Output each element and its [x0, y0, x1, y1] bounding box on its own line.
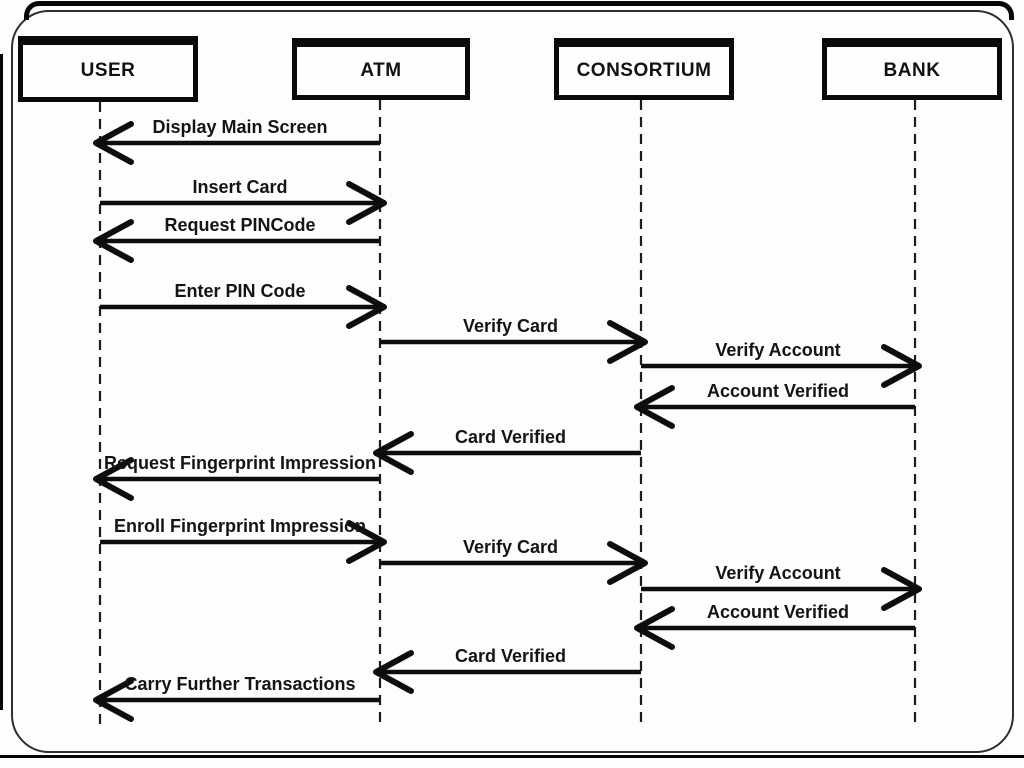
actor-box-atm: ATM [292, 38, 470, 100]
slide-frame-bottom-line [0, 755, 1024, 758]
message-arrowhead-icon-0 [93, 121, 134, 165]
actor-label-bank: BANK [883, 60, 941, 81]
message-label-9: Enroll Fingerprint Impression [113, 516, 367, 536]
message-arrowhead-icon-13 [373, 650, 414, 694]
message-label-1: Insert Card [192, 177, 288, 197]
message-arrowhead-icon-6 [634, 385, 675, 429]
slide-frame-left-edge [0, 54, 3, 710]
actor-box-user: USER [18, 36, 198, 102]
message-label-4: Verify Card [462, 316, 559, 336]
actor-label-user: USER [80, 60, 136, 81]
message-arrowhead-icon-1 [346, 181, 387, 225]
actor-label-consortium: CONSORTIUM [576, 60, 712, 81]
message-label-10: Verify Card [462, 537, 559, 557]
message-label-7: Card Verified [454, 427, 567, 447]
message-arrowhead-icon-2 [93, 219, 134, 263]
message-label-2: Request PINCode [164, 215, 316, 235]
actor-label-atm: ATM [360, 60, 402, 81]
message-arrowhead-icon-7 [373, 431, 414, 475]
message-label-0: Display Main Screen [152, 117, 328, 137]
message-arrowhead-icon-4 [607, 320, 648, 364]
message-label-11: Verify Account [715, 563, 841, 583]
message-arrowhead-icon-14 [93, 678, 134, 722]
actor-box-consortium: CONSORTIUM [554, 38, 734, 100]
message-label-6: Account Verified [706, 381, 850, 401]
message-arrowhead-icon-10 [607, 541, 648, 585]
message-arrowhead-icon-9 [346, 520, 387, 564]
message-arrowhead-icon-8 [93, 457, 134, 501]
message-arrowhead-icon-12 [634, 606, 675, 650]
message-arrowhead-icon-5 [881, 344, 922, 388]
slide-frame-top-bar [24, 1, 1014, 20]
message-label-13: Card Verified [454, 646, 567, 666]
message-label-14: Carry Further Transactions [124, 674, 356, 694]
message-arrowhead-icon-11 [881, 567, 922, 611]
message-label-3: Enter PIN Code [174, 281, 306, 301]
actor-box-bank: BANK [822, 38, 1002, 100]
message-label-8: Request Fingerprint Impression [103, 453, 377, 473]
message-label-5: Verify Account [715, 340, 841, 360]
slide-rounded-border [11, 10, 1014, 753]
message-arrowhead-icon-3 [346, 285, 387, 329]
message-label-12: Account Verified [706, 602, 850, 622]
